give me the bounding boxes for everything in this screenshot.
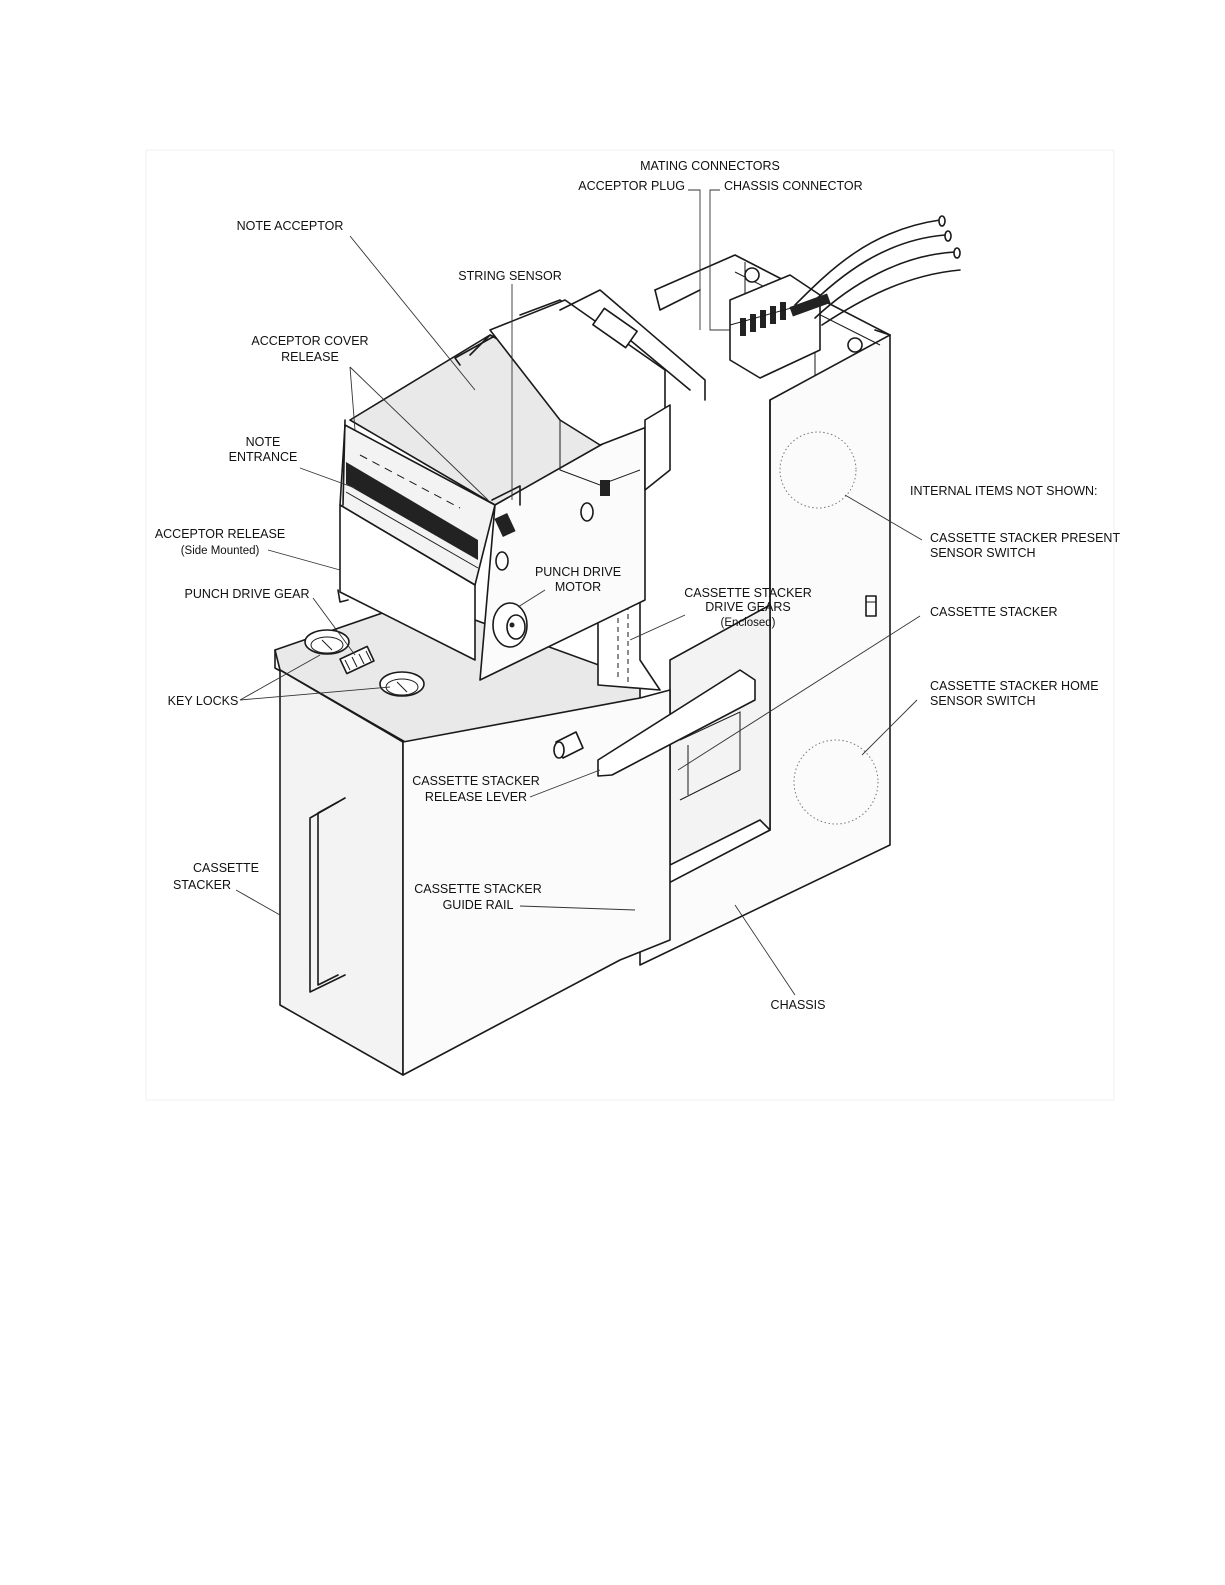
labels: MATING CONNECTORS ACCEPTOR PLUG CHASSIS … <box>155 159 1121 1012</box>
label-internal-items: INTERNAL ITEMS NOT SHOWN: <box>910 484 1098 498</box>
label-drive-gears-line1: CASSETTE STACKER <box>684 586 812 600</box>
home-sensor-switch-outline <box>793 739 879 825</box>
label-guide-rail-line2: GUIDE RAIL <box>443 898 514 912</box>
wire-harness <box>789 215 961 326</box>
label-acceptor-cover-release-line1: ACCEPTOR COVER <box>251 334 368 348</box>
label-cassette-present-line1: CASSETTE STACKER PRESENT <box>930 531 1120 545</box>
label-note-entrance-line2: ENTRANCE <box>229 450 298 464</box>
drawing-frame <box>145 149 1115 1101</box>
release-lever <box>597 669 756 777</box>
label-acceptor-release-line1: ACCEPTOR RELEASE <box>155 527 285 541</box>
label-release-lever-line2: RELEASE LEVER <box>425 790 527 804</box>
label-key-locks: KEY LOCKS <box>168 694 239 708</box>
label-chassis-connector: CHASSIS CONNECTOR <box>724 179 863 193</box>
label-punch-drive-motor-line2: MOTOR <box>555 580 601 594</box>
punch-drive-motor <box>492 602 528 648</box>
note-acceptor <box>337 289 706 681</box>
chassis-connector <box>729 267 863 379</box>
label-acceptor-plug: ACCEPTOR PLUG <box>578 179 685 193</box>
label-string-sensor: STRING SENSOR <box>458 269 562 283</box>
label-punch-drive-gear: PUNCH DRIVE GEAR <box>184 587 309 601</box>
label-home-sensor-line1: CASSETTE STACKER HOME <box>930 679 1099 693</box>
label-chassis: CHASSIS <box>771 998 826 1012</box>
label-note-entrance-line1: NOTE <box>246 435 281 449</box>
label-guide-rail-line1: CASSETTE STACKER <box>414 882 542 896</box>
cassette-stacker <box>274 589 756 1076</box>
label-drive-gears-line3: (Enclosed) <box>721 617 776 629</box>
label-cassette-present-line2: SENSOR SWITCH <box>930 546 1036 560</box>
note-entrance <box>346 462 478 560</box>
label-note-acceptor: NOTE ACCEPTOR <box>237 219 344 233</box>
label-cassette-stacker-right: CASSETTE STACKER <box>930 605 1058 619</box>
label-home-sensor-line2: SENSOR SWITCH <box>930 694 1036 708</box>
release-lever-roller <box>553 731 584 759</box>
label-acceptor-release-line2: (Side Mounted) <box>181 545 260 557</box>
label-mating-connectors: MATING CONNECTORS <box>640 159 780 173</box>
label-drive-gears-line2: DRIVE GEARS <box>705 600 790 614</box>
label-acceptor-cover-release-line2: RELEASE <box>281 350 339 364</box>
present-sensor-switch-outline <box>779 431 857 509</box>
key-lock-1 <box>304 629 350 655</box>
label-punch-drive-motor-line1: PUNCH DRIVE <box>535 565 621 579</box>
key-lock-2 <box>379 671 425 697</box>
label-cassette-stacker-left-line2: STACKER <box>173 878 231 892</box>
label-release-lever-line1: CASSETTE STACKER <box>412 774 540 788</box>
leader-lines <box>235 189 923 996</box>
label-cassette-stacker-left-line1: CASSETTE <box>193 861 259 875</box>
